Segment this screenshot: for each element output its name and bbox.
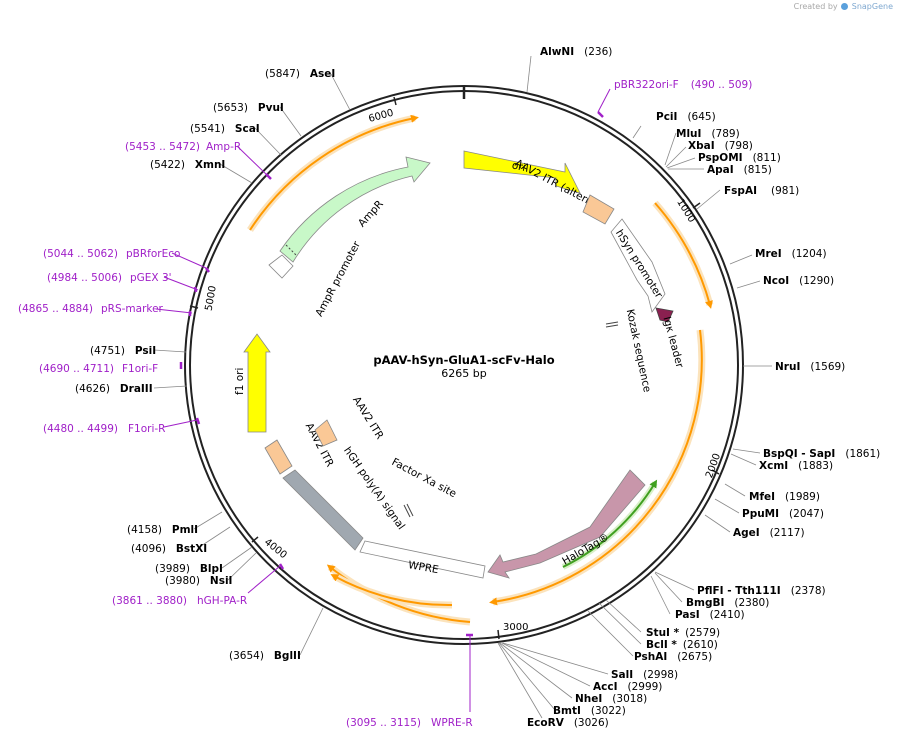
- site-label: PasI(2410): [675, 609, 745, 621]
- credit-brand: SnapGene: [851, 2, 893, 11]
- site-label: BclI *(2610): [646, 639, 718, 651]
- site-label: NruI(1569): [775, 361, 845, 373]
- site-label: EcoRV(3026): [527, 717, 609, 729]
- primers: pBR322ori-F(490 .. 509) (5453 .. 5472)Am…: [18, 79, 752, 729]
- site-label: PspOMI(811): [698, 152, 781, 164]
- backbone-outer-strand: [184, 85, 744, 645]
- plasmid-length: 6265 bp: [441, 367, 486, 380]
- primer-label: (3095 .. 3115)WPRE-R: [346, 717, 473, 729]
- halotag-feature: [487, 469, 646, 579]
- site-label: (4626)DraIII: [75, 383, 153, 395]
- ori-feature: [463, 150, 581, 194]
- site-label: AccI(2999): [593, 681, 662, 693]
- site-label: (3980)NsiI: [165, 575, 232, 587]
- primer-label: (4865 .. 4884)pRS-marker: [18, 303, 164, 315]
- tick-label: 3000: [503, 622, 528, 633]
- plasmid-name: pAAV-hSyn-GluA1-scFv-Halo: [373, 353, 554, 367]
- site-label: MfeI(1989): [749, 491, 820, 503]
- feature-label-f1ori: f1 ori: [234, 368, 246, 395]
- site-label: BspQI - SapI(1861): [763, 448, 880, 460]
- site-label: NheI(3018): [575, 693, 647, 705]
- site-label: (4096)BstXI: [131, 543, 207, 555]
- site-label: SalI(2998): [611, 669, 678, 681]
- ampr-promoter-feature: [268, 254, 294, 279]
- site-label: PflFI - Tth111I(2378): [697, 585, 826, 597]
- site-label: (5422)XmnI: [150, 159, 225, 171]
- site-label: (4751)PsiI: [90, 345, 156, 357]
- feature-label-wpre: WPRE: [407, 559, 439, 576]
- site-label: PciI(645): [656, 111, 716, 123]
- primer-label: pBR322ori-F(490 .. 509): [614, 79, 752, 91]
- aav2-itr-feature: [264, 439, 293, 475]
- primer-label: (5044 .. 5062)pBRforEco: [43, 248, 180, 260]
- f1-ori-feature: [243, 333, 271, 433]
- primer-label: (5453 .. 5472)Amp-R: [125, 141, 241, 153]
- aav2-itr-feature-2: [314, 419, 338, 447]
- feature-label-aav2-itr-2: AAV2 ITR: [350, 394, 386, 441]
- primer-leaders: [155, 88, 611, 712]
- wpre-feature: [359, 540, 486, 579]
- tick-label: 1000: [674, 197, 697, 224]
- site-label: MluI(789): [676, 128, 740, 140]
- site-label: MreI(1204): [755, 248, 827, 260]
- site-label: ApaI(815): [707, 164, 772, 176]
- feature-label-ampr-promoter: AmpR promoter: [313, 239, 363, 319]
- site-label: (5653)PvuI: [213, 102, 284, 114]
- site-label: (4158)PmlI: [127, 524, 198, 536]
- site-label: AlwNI(236): [540, 46, 612, 58]
- tick-label: 5000: [204, 285, 219, 312]
- igk-leader-feature: [655, 307, 674, 323]
- site-label: BmtI(3022): [553, 705, 626, 717]
- site-label: StuI *(2579): [646, 627, 720, 639]
- site-label: (5847)AseI: [265, 68, 335, 80]
- primer-label: (4480 .. 4499)F1ori-R: [43, 423, 165, 435]
- feature-label-kozak: Kozak sequence: [624, 308, 653, 393]
- orf-arrows: [247, 114, 714, 626]
- ampr-feature: [279, 156, 431, 263]
- hgh-polya-feature: [282, 469, 364, 551]
- hsyn-promoter-feature: [610, 218, 666, 313]
- site-leaders: [153, 55, 772, 719]
- site-label: XbaI(798): [688, 140, 753, 152]
- site-label: NcoI(1290): [763, 275, 834, 287]
- feature-label-ampr: AmpR: [356, 198, 386, 229]
- feature-label-hsyn: hSyn promoter: [613, 228, 665, 301]
- feature-label-igk: Igκ leader: [660, 315, 685, 370]
- aav2-itr-alt-feature: [582, 194, 615, 225]
- primer-label: (3861 .. 3880)hGH-PA-R: [112, 595, 247, 607]
- site-label: AgeI(2117): [733, 527, 805, 539]
- site-label: (5541)ScaI: [190, 123, 260, 135]
- credit: Created by SnapGene: [794, 2, 893, 11]
- snapgene-logo-icon: [841, 3, 849, 10]
- site-label: (3654)BglII: [229, 650, 301, 662]
- feature-label-ori: ori: [511, 159, 527, 174]
- restriction-sites: AlwNI(236) PciI(645) MluI(789) XbaI(798)…: [75, 46, 880, 729]
- feature-label-factorxa: Factor Xa site: [390, 456, 459, 500]
- site-label: PpuMI(2047): [742, 508, 824, 520]
- primer-label: (4690 .. 4711)F1ori-F: [39, 363, 158, 375]
- site-label: XcmI(1883): [759, 460, 833, 472]
- site-label: FspAI(981): [724, 185, 799, 197]
- site-label: (3989)BlpI: [155, 563, 223, 575]
- site-label: PshAI(2675): [634, 651, 712, 663]
- tick-label: 4000: [262, 537, 289, 561]
- credit-prefix: Created by: [793, 2, 838, 11]
- primer-label: (4984 .. 5006)pGEX 3': [47, 272, 172, 284]
- site-label: BmgBI(2380): [686, 597, 769, 609]
